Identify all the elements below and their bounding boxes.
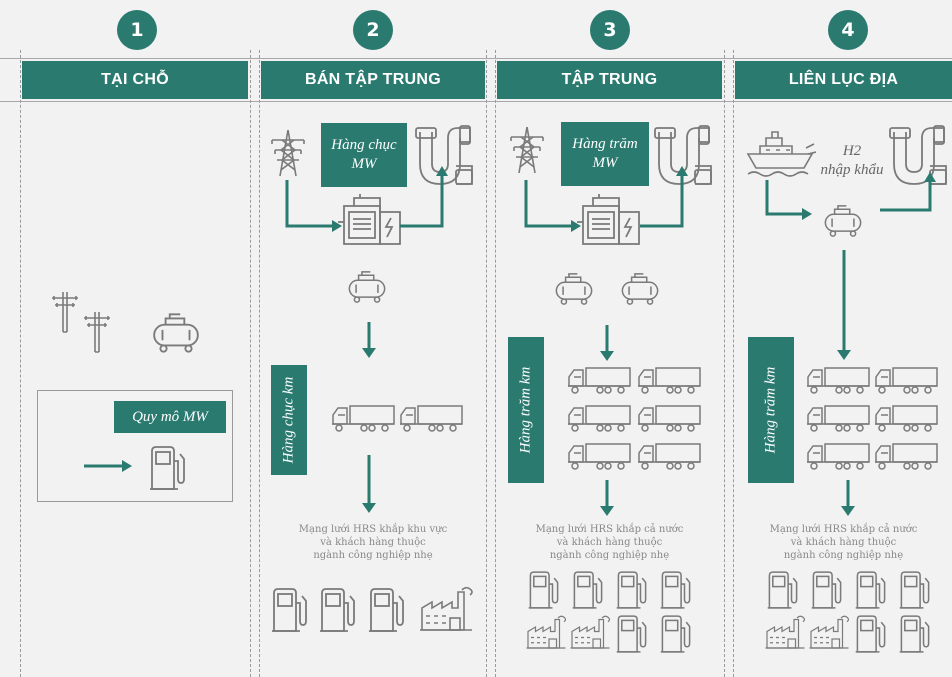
truck-icon — [566, 403, 632, 433]
column-divider — [495, 50, 496, 677]
column-divider — [733, 50, 734, 677]
factory-icon — [764, 614, 806, 652]
electrolyzer-icon — [575, 192, 641, 248]
capacity-box: Hàng trăm MW — [561, 122, 649, 186]
factory-icon — [418, 586, 474, 634]
truck-icon — [805, 403, 871, 433]
import-label: H2 nhập khẩu — [820, 143, 884, 178]
truck-icon — [636, 365, 702, 395]
network-note: Mạng lưới HRS khắp khu vực và khách hàng… — [298, 524, 448, 561]
column-title-central: TẬP TRUNG — [497, 61, 722, 99]
truck-icon — [636, 441, 702, 471]
factory-icon — [525, 614, 567, 652]
fuel-pump-icon — [898, 612, 932, 656]
compressor-icon — [346, 270, 388, 304]
column-divider — [259, 50, 260, 677]
fuel-pump-icon — [527, 568, 561, 612]
column-divider — [20, 50, 21, 677]
fuel-pump-icon — [854, 612, 888, 656]
distance-label: Hàng chục km — [271, 365, 307, 475]
ship-icon — [746, 128, 816, 178]
header-band — [0, 58, 952, 102]
truck-icon — [566, 441, 632, 471]
flow-arrow-icon — [765, 180, 812, 220]
step-number-3: 3 — [590, 10, 630, 50]
truck-icon — [805, 441, 871, 471]
truck-icon — [566, 365, 632, 395]
capacity-box: Hàng chục MW — [321, 123, 407, 187]
electrolyzer-icon — [336, 192, 402, 248]
column-title-intercontinental: LIÊN LỤC ĐỊA — [735, 61, 952, 99]
fuel-pump-icon — [615, 612, 649, 656]
fuel-pump-icon — [766, 568, 800, 612]
fuel-pump-icon — [898, 568, 932, 612]
power-pylon-icon — [268, 127, 308, 179]
compressor-icon — [150, 312, 202, 354]
truck-icon — [398, 403, 464, 433]
fuel-pump-icon — [318, 585, 358, 635]
flow-arrow-icon — [640, 166, 688, 228]
flow-arrow-icon — [524, 180, 581, 232]
down-arrow-icon — [837, 250, 851, 360]
fuel-pump-icon — [854, 568, 888, 612]
column-divider — [486, 50, 487, 677]
column-divider — [250, 50, 251, 677]
factory-icon — [569, 614, 611, 652]
scale-label: Quy mô MW — [114, 401, 226, 433]
arrow-icon — [84, 460, 132, 472]
compressor-icon — [822, 204, 864, 238]
compressor-icon — [553, 272, 595, 306]
flow-arrow-icon — [880, 172, 936, 212]
down-arrow-icon — [362, 322, 376, 358]
fuel-pump-icon — [659, 568, 693, 612]
truck-icon — [330, 403, 396, 433]
on-site-station-frame — [37, 390, 233, 502]
fuel-pump-icon — [810, 568, 844, 612]
power-pole-icon — [82, 308, 112, 354]
truck-icon — [636, 403, 702, 433]
network-note: Mạng lưới HRS khắp cả nước và khách hàng… — [769, 524, 918, 561]
step-number-2: 2 — [353, 10, 393, 50]
truck-icon — [873, 403, 939, 433]
truck-icon — [805, 365, 871, 395]
fuel-pump-icon — [367, 585, 407, 635]
step-number-4: 4 — [828, 10, 868, 50]
factory-icon — [808, 614, 850, 652]
distance-label: Hàng trăm km — [748, 337, 794, 483]
compressor-icon — [619, 272, 661, 306]
fuel-pump-icon — [571, 568, 605, 612]
power-pole-icon — [50, 288, 80, 334]
down-arrow-icon — [600, 480, 614, 516]
down-arrow-icon — [841, 480, 855, 516]
distance-label: Hàng trăm km — [508, 337, 544, 483]
power-pylon-icon — [507, 124, 547, 176]
fuel-pump-icon — [615, 568, 649, 612]
fuel-pump-icon — [148, 443, 188, 493]
column-divider — [724, 50, 725, 677]
truck-icon — [873, 441, 939, 471]
flow-arrow-icon — [285, 180, 342, 232]
down-arrow-icon — [362, 455, 376, 513]
down-arrow-icon — [600, 325, 614, 361]
fuel-pump-icon — [659, 612, 693, 656]
flow-arrow-icon — [400, 166, 448, 228]
column-title-semi-central: BÁN TẬP TRUNG — [261, 61, 485, 99]
step-number-1: 1 — [117, 10, 157, 50]
fuel-pump-icon — [270, 585, 310, 635]
truck-icon — [873, 365, 939, 395]
network-note: Mạng lưới HRS khắp cả nước và khách hàng… — [535, 524, 684, 561]
column-title-on-site: TẠI CHỖ — [22, 61, 248, 99]
